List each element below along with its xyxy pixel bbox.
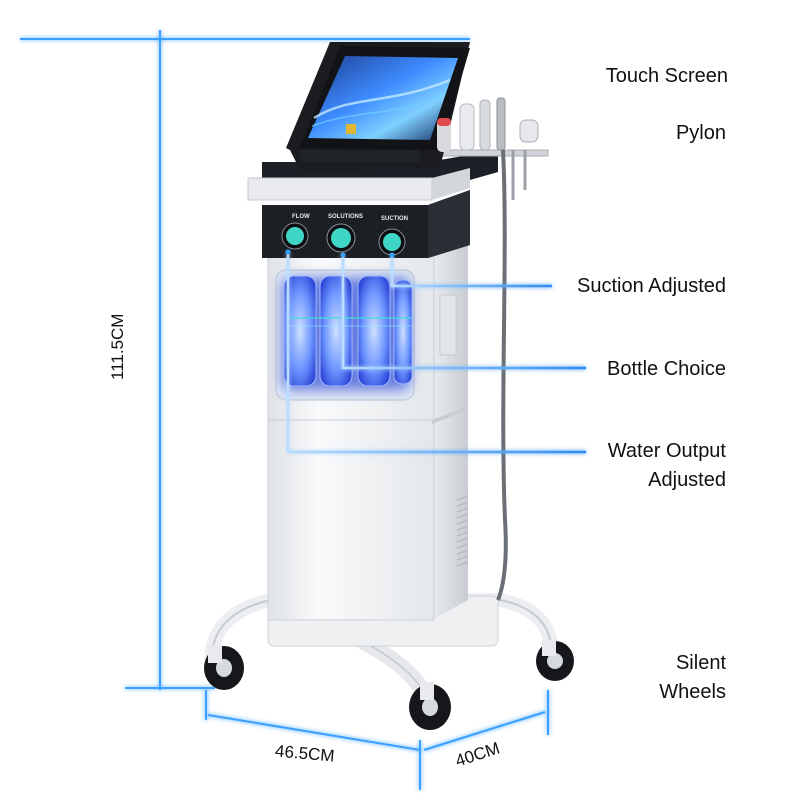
bottle-window <box>275 269 415 401</box>
wheel-left <box>204 645 244 690</box>
handle-bar <box>247 177 433 201</box>
height-dimension-label: 111.5CM <box>108 313 127 380</box>
panel-label-solutions: SOLUTIONS <box>328 214 363 220</box>
control-panel: FLOW SOLUTIONS SUCTION <box>262 190 470 258</box>
callout-lines <box>286 74 667 665</box>
solutions-knob[interactable] <box>326 223 356 253</box>
wheel-right <box>536 640 574 681</box>
flow-knob[interactable] <box>281 222 309 250</box>
label-adjusted: Adjusted <box>648 469 726 491</box>
vent-grille <box>456 495 469 567</box>
label-silent: Silent <box>675 652 726 674</box>
brand-logo <box>346 124 356 134</box>
panel-label-suction: SUCTION <box>381 216 408 222</box>
suction-knob[interactable] <box>378 228 406 256</box>
water-output-leader <box>286 252 586 454</box>
label-wheels: Wheels <box>659 681 726 703</box>
panel-label-flow: FLOW <box>292 214 310 220</box>
depth-dimension-line <box>423 711 546 751</box>
label-water-output: Water Output <box>607 440 726 462</box>
dimension-lines <box>20 30 549 790</box>
label-suction-adjusted: Suction Adjusted <box>577 275 726 297</box>
touch-screen[interactable] <box>286 42 470 170</box>
label-pylon: Pylon <box>675 122 726 144</box>
label-touch-screen: Touch Screen <box>605 65 728 87</box>
pylon-holder <box>511 119 539 200</box>
bottles <box>283 275 413 387</box>
hose <box>496 149 508 601</box>
width-dimension-line <box>207 714 421 751</box>
callout-dots <box>285 249 395 258</box>
bottle-choice-leader <box>341 255 586 370</box>
handpieces <box>437 97 539 200</box>
wheel-front <box>409 682 451 730</box>
suction-leader <box>390 255 552 288</box>
label-bottle-choice: Bottle Choice <box>607 358 726 380</box>
